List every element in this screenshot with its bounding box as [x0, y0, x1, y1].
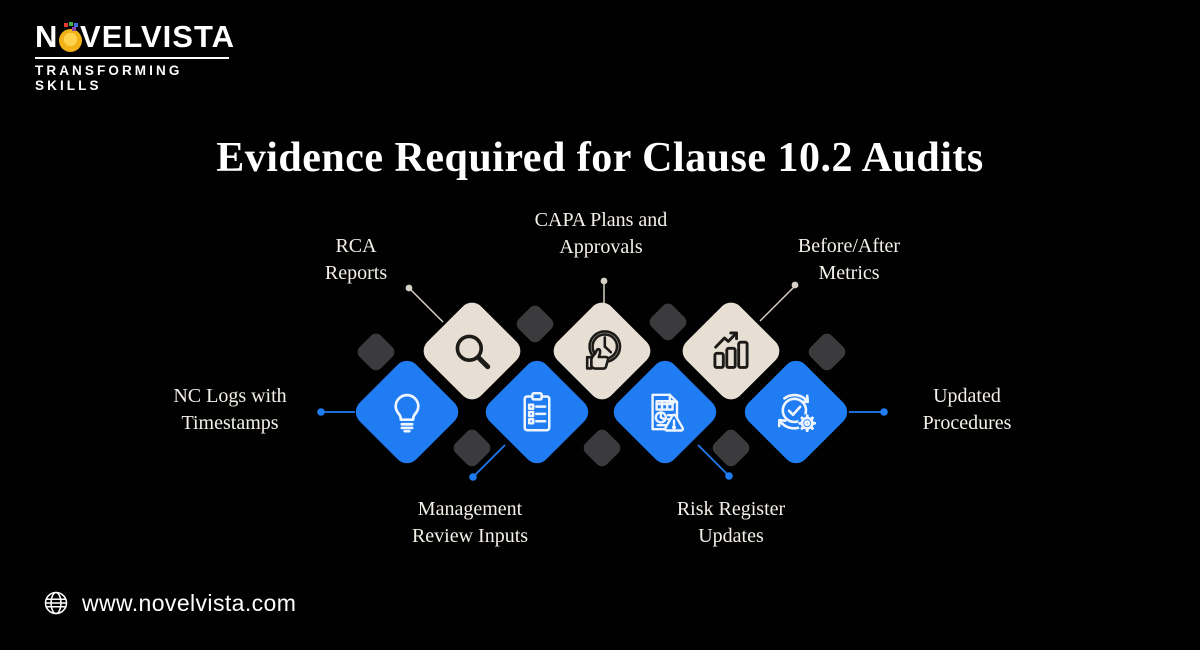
logo-text-suffix: VELVISTA: [80, 19, 235, 54]
bar-chart-growth-icon: [708, 328, 754, 374]
footer: www.novelvista.com: [42, 589, 296, 617]
clock-approval-icon: [578, 327, 626, 375]
label-rca-reports: RCA Reports: [324, 235, 388, 284]
novelvista-logo: N VELVISTA TRANSFORMING SKILLS: [35, 20, 235, 93]
sun-medal-icon: [59, 22, 83, 52]
logo-text-prefix: N: [35, 19, 59, 54]
label-nc-logs: NC Logs with Timestamps: [173, 385, 287, 434]
diamond-risk-register: [608, 355, 722, 469]
decor-diamond: [450, 426, 494, 470]
diamond-before-after-metrics: [677, 297, 785, 405]
decor-diamond: [709, 426, 753, 470]
label-management-review: Management Review Inputs: [411, 498, 529, 547]
decor-diamond: [646, 300, 690, 344]
search-icon: [449, 328, 495, 374]
label-risk-register: Risk Register Updates: [676, 498, 786, 547]
report-warning-icon: [641, 388, 689, 436]
logo-wordmark: N VELVISTA: [35, 20, 235, 54]
page-title: Evidence Required for Clause 10.2 Audits: [216, 135, 984, 182]
diamond-nc-logs: [350, 355, 464, 469]
diamond-updated-procedures: [739, 355, 853, 469]
checklist-icon: [514, 389, 560, 435]
decor-diamond: [580, 426, 624, 470]
label-updated-procedures: Updated Procedures: [922, 385, 1012, 434]
decor-diamond: [805, 330, 849, 374]
decor-diamond: [354, 330, 398, 374]
lightbulb-icon: [384, 389, 430, 435]
logo-tagline: TRANSFORMING SKILLS: [35, 63, 183, 93]
diamond-capa-plans: [548, 297, 656, 405]
label-before-after-metrics: Before/After Metrics: [797, 235, 901, 284]
diamond-rca-reports: [418, 297, 526, 405]
website-link[interactable]: www.novelvista.com: [82, 589, 297, 616]
diamond-management-review: [480, 355, 594, 469]
logo-divider: [35, 57, 229, 59]
verified-process-icon: [772, 388, 820, 436]
label-capa-plans: CAPA Plans and Approvals: [534, 209, 668, 258]
globe-icon: [42, 589, 70, 617]
decor-diamond: [513, 302, 557, 346]
